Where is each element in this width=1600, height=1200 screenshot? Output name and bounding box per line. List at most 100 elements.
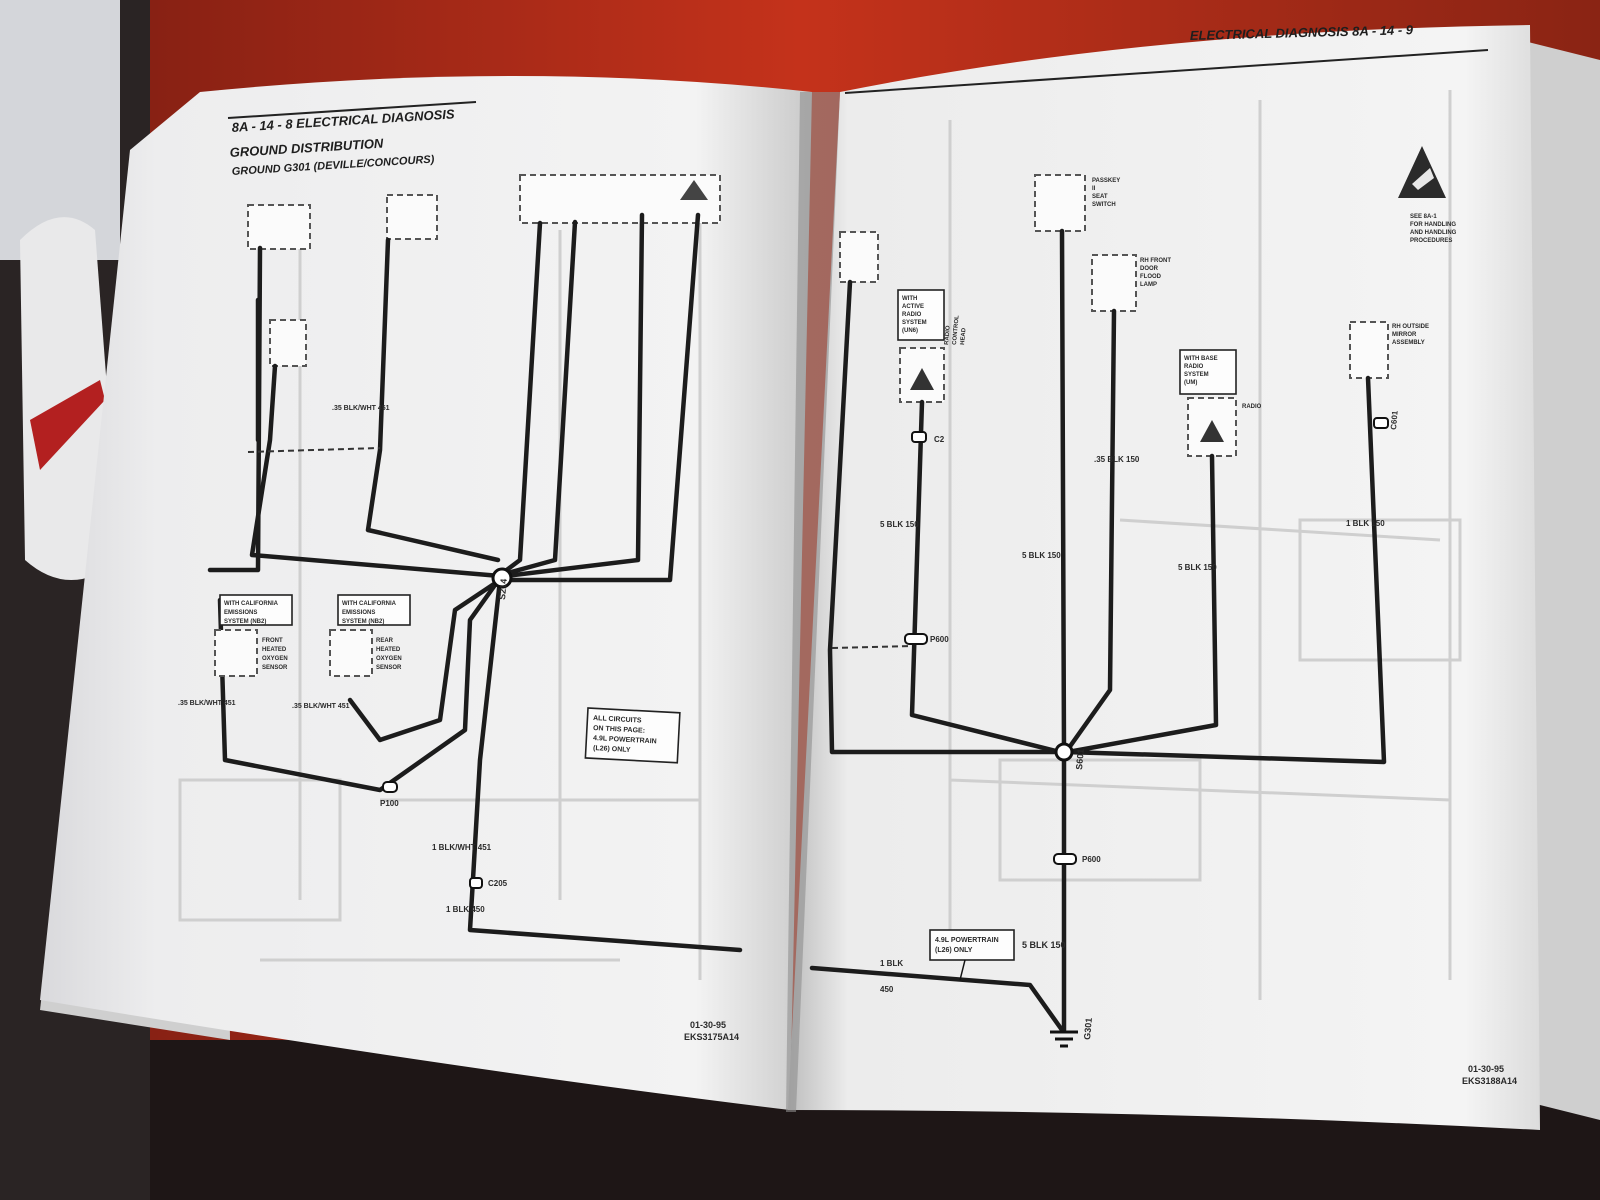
right-splice-s601 (1054, 742, 1074, 762)
lamp-label-2: DOOR (1140, 266, 1159, 272)
base-note-line-2: RADIO (1184, 364, 1204, 370)
base-note-line-1: WITH BASE (1184, 356, 1218, 362)
right-connector-p600-left-label: P600 (930, 635, 949, 644)
right-note-line-1: 4.9L POWERTRAIN (935, 937, 999, 944)
right-wire-label-150a: 5 BLK 150 (880, 520, 919, 529)
active-note-line-3: RADIO (902, 312, 922, 318)
left-note-line-1: ALL CIRCUITS (593, 715, 642, 725)
left-connector-p100 (382, 781, 398, 793)
left-sensor-note-1-line-1: WITH CALIFORNIA (224, 601, 279, 607)
left-footer-date: 01-30-95 (690, 1020, 726, 1030)
lamp-label-3: FLOOD (1140, 274, 1162, 280)
right-wire-label-150d: 5 BLK 150 (1178, 563, 1217, 572)
left-sensor-front-label-1: FRONT (262, 638, 283, 644)
esd-note-line-1: SEE 8A-1 (1410, 214, 1437, 220)
left-wiring (207, 212, 743, 953)
left-page (40, 76, 812, 1110)
left-sensor-rear-label-2: HEATED (376, 647, 401, 653)
active-note-line-2: ACTIVE (902, 304, 924, 310)
right-connector-c2-label: C2 (934, 435, 945, 444)
passkey-label-3: SEAT (1092, 194, 1108, 200)
active-note-line-5: (UN6) (902, 328, 918, 334)
left-sensor-note-2-line-1: WITH CALIFORNIA (342, 601, 397, 607)
left-note-line-3: 4.9L POWERTRAIN (593, 735, 657, 745)
left-sensor-rear-label-3: OXYGEN (376, 656, 402, 662)
right-connector-p600-bottom-label: P600 (1082, 855, 1101, 864)
passkey-label-1: PASSKEY (1092, 178, 1120, 184)
right-note-box (929, 929, 1015, 961)
left-page-ghost-bleed (178, 220, 702, 980)
right-header-rule (844, 49, 1489, 94)
base-note-line-3: SYSTEM (1184, 372, 1209, 378)
right-component-box-mirror (1349, 321, 1389, 379)
mirror-label-2: MIRROR (1392, 332, 1417, 338)
radio-control-label-2: CONTROL (952, 315, 961, 345)
radio-control-label-1: RADIO (944, 325, 952, 345)
left-esd-icon (680, 180, 708, 200)
right-footer-date: 01-30-95 (1468, 1064, 1504, 1074)
passkey-label-4: SWITCH (1092, 202, 1116, 208)
right-component-box-top-left (839, 231, 879, 283)
left-connector-c205-label: C205 (488, 879, 508, 888)
left-note-box (584, 707, 681, 764)
left-component-box-3 (269, 319, 307, 367)
ground-g301-icon (1050, 1030, 1078, 1048)
active-note-line-1: WITH (902, 296, 917, 302)
radio-esd-icon (1200, 420, 1224, 442)
left-sensor-box-rear (329, 629, 373, 677)
left-splice-label: S214 (497, 578, 509, 600)
left-sensor-front-label-2: HEATED (262, 647, 287, 653)
right-header: ELECTRICAL DIAGNOSIS 8A - 14 - 9 (1190, 22, 1414, 43)
right-component-box-passkey (1034, 174, 1086, 232)
left-wire-label-451: 1 BLK/WHT 451 (432, 843, 492, 852)
left-sensor-note-1-line-3: SYSTEM (NB2) (224, 619, 266, 625)
left-wire-label-35c: .35 BLK/WHT 451 (332, 405, 390, 412)
left-sensor-rear-label-1: REAR (376, 638, 394, 644)
right-connector-c601 (1373, 417, 1389, 429)
book-page-stack-right (1520, 40, 1600, 1120)
passkey-label-2: II (1092, 186, 1096, 192)
right-wiring (809, 228, 1387, 1033)
ground-g301-label: G301 (1082, 1017, 1094, 1040)
right-note-pointer (959, 959, 966, 981)
lamp-label-1: RH FRONT (1140, 258, 1171, 264)
radio-control-label-3: HEAD (960, 327, 968, 345)
right-footer-code: EKS3188A14 (1462, 1076, 1517, 1086)
left-sensor-box-front (214, 629, 258, 677)
right-page-ghost-bleed (948, 90, 1462, 1000)
base-note-line-4: (UM) (1184, 380, 1197, 386)
lamp-label-4: LAMP (1140, 282, 1157, 288)
left-sensor-front-label-3: OXYGEN (262, 656, 288, 662)
spine-shadow (786, 92, 840, 1112)
right-connector-p600-left (904, 633, 928, 645)
left-sensor-note-2 (337, 594, 411, 626)
right-note-line-2: (L26) ONLY (935, 947, 973, 954)
esd-note-line-3: AND HANDLING (1410, 230, 1457, 236)
left-wire-label-450: 1 BLK 450 (446, 905, 485, 914)
left-note-line-2: ON THIS PAGE: (593, 725, 645, 735)
left-note-line-4: (L26) ONLY (593, 745, 631, 754)
right-connector-c601-label: C601 (1389, 410, 1400, 430)
left-connector-c205 (469, 877, 483, 889)
right-component-box-lamp (1091, 254, 1137, 312)
left-sensor-rear-label-4: SENSOR (376, 665, 402, 671)
right-option-note-active (897, 289, 945, 341)
left-component-box-1 (247, 204, 311, 250)
right-option-note-base (1179, 349, 1237, 395)
esd-note-line-4: PROCEDURES (1410, 238, 1452, 244)
mirror-label-1: RH OUTSIDE (1392, 324, 1429, 330)
radio-label: RADIO (1242, 404, 1262, 410)
left-sensor-note-1 (219, 594, 293, 626)
radio-control-esd-icon (910, 368, 934, 390)
right-connector-p600-bottom (1053, 853, 1077, 865)
right-wire-label-450-num: 450 (880, 985, 894, 994)
esd-warning-icon (1398, 146, 1446, 198)
left-sensor-note-2-line-2: EMISSIONS (342, 610, 375, 616)
right-wire-label-150c: .35 BLK 150 (1094, 455, 1140, 464)
left-sensor-note-1-line-2: EMISSIONS (224, 610, 257, 616)
right-wire-label-150e: 1 BLK 150 (1346, 519, 1385, 528)
right-connector-c2 (911, 431, 927, 443)
left-header-rule (227, 101, 477, 119)
right-wire-label-150b: 5 BLK 150 (1022, 551, 1061, 560)
